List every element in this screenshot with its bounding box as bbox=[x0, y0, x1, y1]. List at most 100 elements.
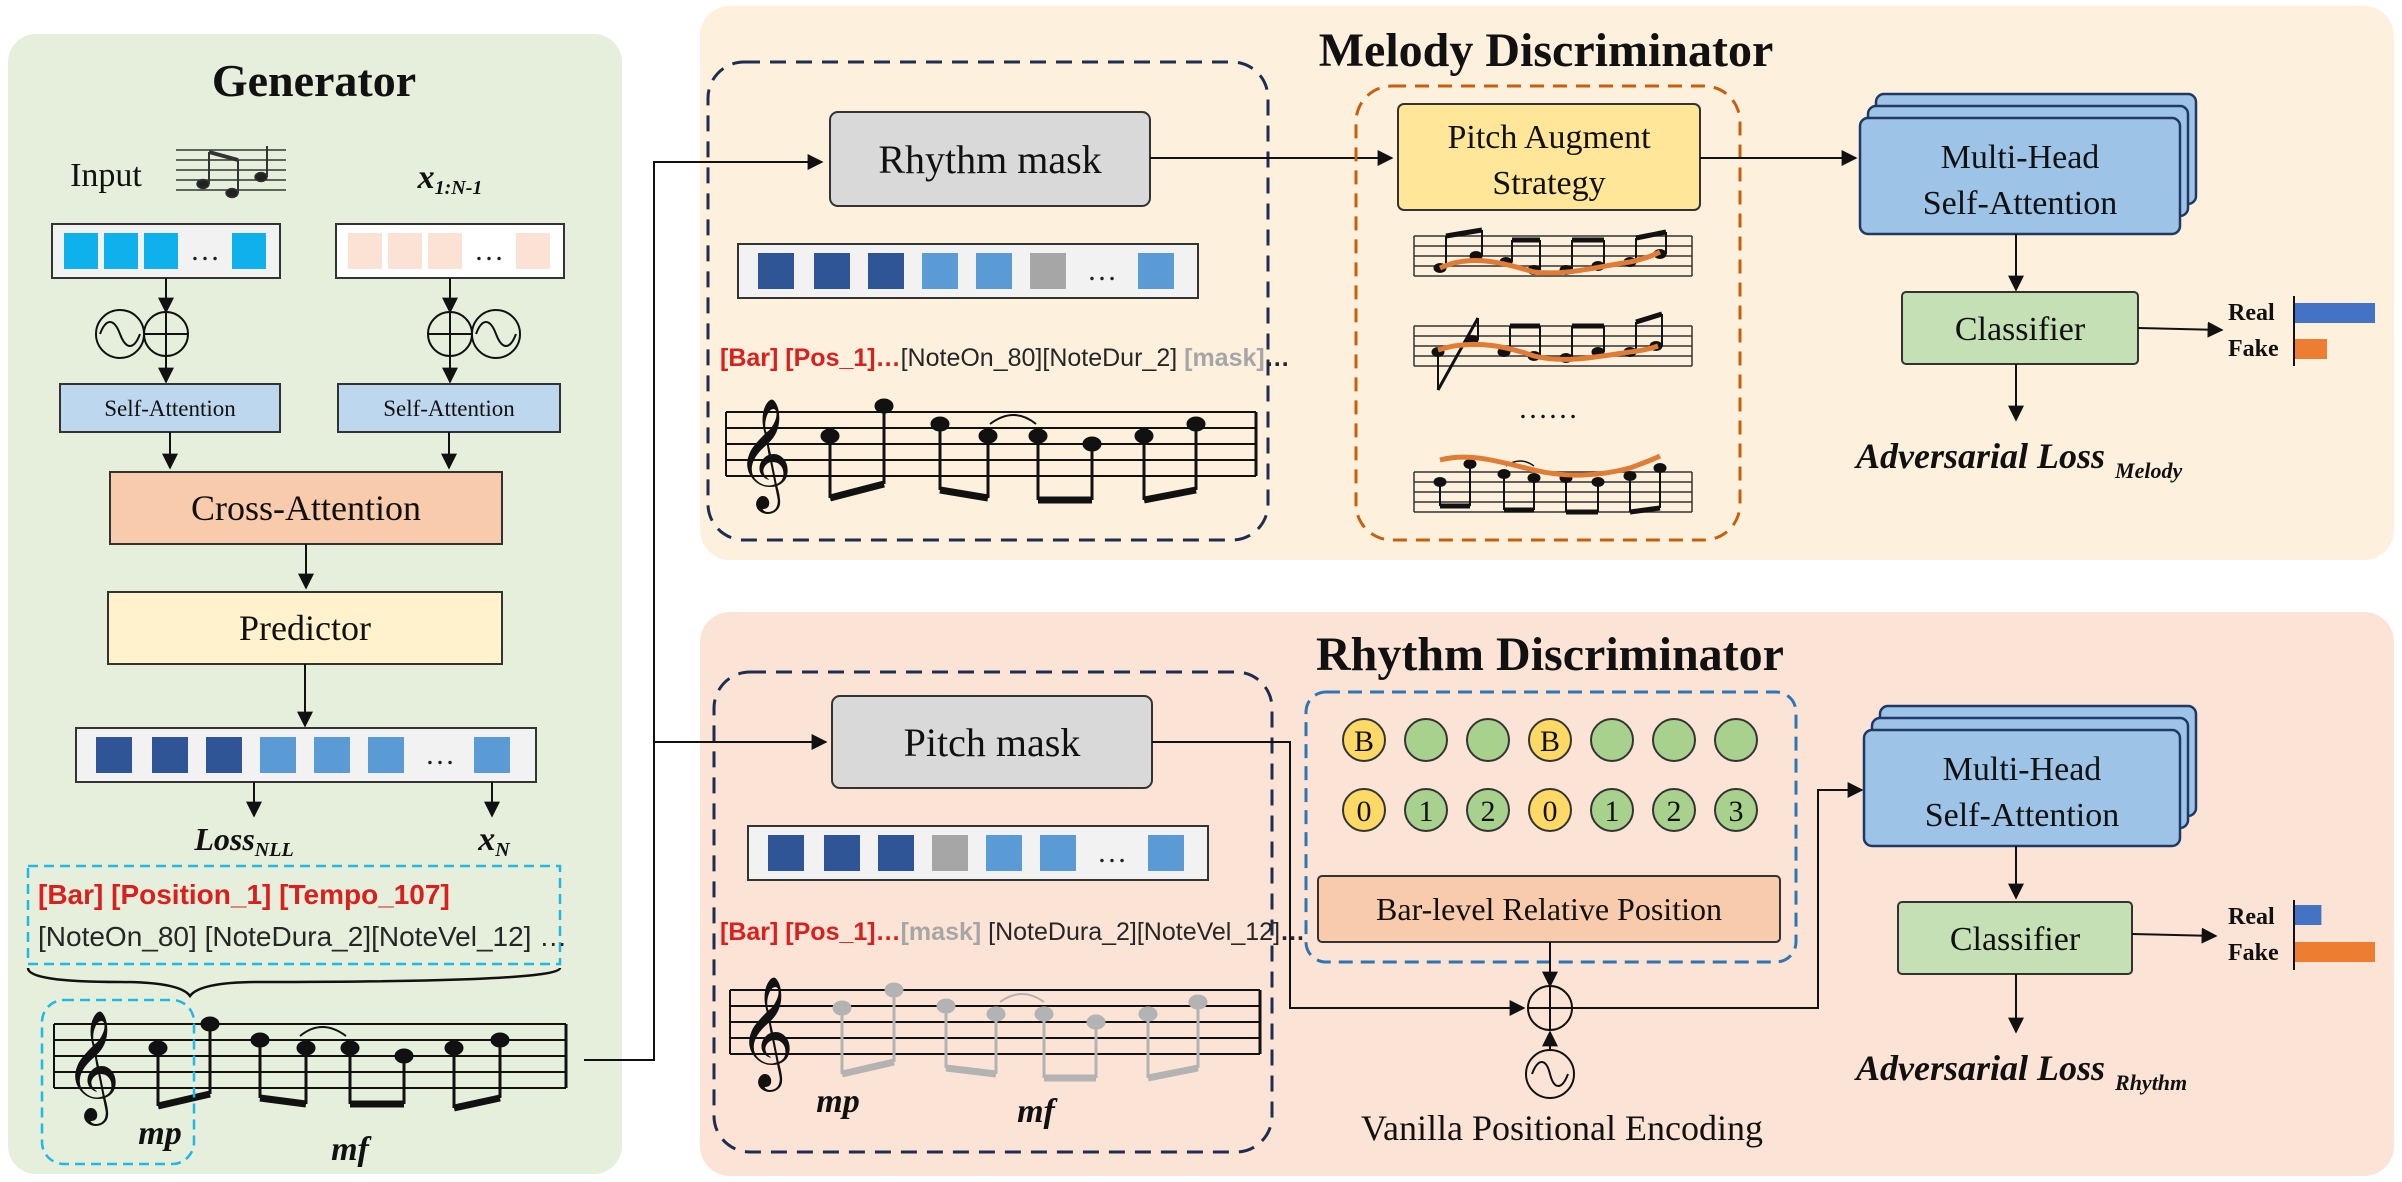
rhythm-mha-stack bbox=[1862, 704, 2198, 848]
rhythm-notes-masked bbox=[832, 982, 1208, 1082]
melody-input-group bbox=[706, 60, 1270, 542]
pitch-augment-group bbox=[1354, 84, 1742, 542]
rhythm-classifier-label: Classifier bbox=[1950, 921, 2081, 958]
melody-embedding bbox=[737, 243, 1199, 299]
predictor-label: Predictor bbox=[239, 608, 371, 648]
self-attention-right-label: Self-Attention bbox=[383, 396, 515, 421]
bar-marker-circle bbox=[1342, 718, 1386, 762]
melody-mha-label-2: Self-Attention bbox=[1923, 185, 2118, 222]
pos-circle-label: 0 bbox=[1543, 795, 1558, 828]
generator-tokens-line1: [Bar] [Position_1] [Tempo_107] bbox=[38, 879, 450, 910]
self-attention-right-box bbox=[337, 383, 561, 433]
pos-circle-label: 1 bbox=[1605, 795, 1620, 828]
arrow-rhythm-classifier-to-scores bbox=[2131, 927, 2218, 944]
generator-treble-clef: 𝄞 bbox=[64, 1011, 121, 1126]
rhythm-real-label: Real bbox=[2228, 904, 2275, 930]
melody-staff bbox=[725, 411, 1258, 477]
melody-notes bbox=[820, 398, 1206, 504]
generator-prev-tokens-label: x1:N-1 bbox=[417, 159, 483, 199]
melody-fake-label: Fake bbox=[2228, 336, 2279, 362]
pitch-augment-label-2: Strategy bbox=[1492, 165, 1605, 202]
generator-brace bbox=[26, 967, 562, 999]
pos-circle bbox=[1590, 788, 1634, 832]
melody-treble-clef: 𝄞 bbox=[736, 399, 793, 514]
vanilla-sine-icon bbox=[1525, 1049, 1575, 1099]
pos-circle bbox=[1652, 788, 1696, 832]
prev-embedding-ellipsis: … bbox=[474, 234, 504, 267]
melody-mha-stack bbox=[1858, 92, 2198, 236]
pos-circle-label: 1 bbox=[1419, 795, 1434, 828]
melody-real-label: Real bbox=[2228, 300, 2275, 326]
vanilla-positional-encoding-label: Vanilla Positional Encoding bbox=[1361, 1108, 1763, 1148]
pos-circle-label: 3 bbox=[1729, 795, 1744, 828]
pos-circle-label: 2 bbox=[1667, 795, 1682, 828]
pos-circle-label: 0 bbox=[1357, 795, 1372, 828]
input-embedding-ellipsis: … bbox=[190, 234, 220, 267]
rhythm-embedding bbox=[747, 825, 1209, 881]
rhythm-embedding-cells bbox=[768, 835, 1184, 871]
rhythm-discriminator-title: Rhythm Discriminator bbox=[1316, 628, 1784, 681]
pos-circle-label: 2 bbox=[1481, 795, 1496, 828]
generator-tokens-line2: [NoteOn_80] [NoteDura_2][NoteVel_12] … bbox=[38, 921, 567, 952]
connector-merge-to-rhythm-mha bbox=[1572, 782, 1864, 1009]
rhythm-mha-label-1: Multi-Head bbox=[1943, 751, 2102, 788]
pos-circle bbox=[1466, 788, 1510, 832]
output-embedding-cells bbox=[96, 737, 510, 773]
loss-nll-label: LossNLL bbox=[193, 821, 293, 861]
pos-circle bbox=[1528, 788, 1572, 832]
input-staff-icon bbox=[176, 146, 286, 199]
bar-marker-circle-label: B bbox=[1540, 725, 1560, 758]
rhythm-fake-bar bbox=[2295, 942, 2375, 962]
rhythm-fake-label: Fake bbox=[2228, 940, 2279, 966]
generator-title: Generator bbox=[212, 55, 416, 106]
pos-circle bbox=[1342, 788, 1386, 832]
pos-circle bbox=[1714, 788, 1758, 832]
bar-marker-circle-label: B bbox=[1354, 725, 1374, 758]
generator-dynamic-mf: mf bbox=[331, 1131, 372, 1168]
melody-tokens: [Bar] [Pos_1]…[NoteOn_80][NoteDur_2] [ma… bbox=[720, 344, 1290, 372]
generator-staff-highlight bbox=[40, 998, 196, 1166]
rhythm-real-bar bbox=[2295, 905, 2322, 925]
bar-marker-circle bbox=[1528, 718, 1572, 762]
relative-position-row: 0 1 2 0 1 2 3 bbox=[1342, 788, 1758, 832]
pos-circle bbox=[1404, 788, 1448, 832]
melody-real-bar bbox=[2295, 303, 2375, 323]
bar-marker-circle bbox=[1652, 718, 1696, 762]
output-embedding-ellipsis: … bbox=[425, 738, 455, 771]
generator-dynamic-mp: mp bbox=[138, 1115, 181, 1152]
melody-fake-bar bbox=[2295, 339, 2327, 359]
generator-token-box bbox=[26, 864, 562, 966]
bar-marker-circle bbox=[1590, 718, 1634, 762]
melody-embedding-cells bbox=[758, 253, 1174, 289]
bar-level-label: Bar-level Relative Position bbox=[1376, 891, 1722, 927]
merge-plus-icon bbox=[1527, 985, 1573, 1031]
predictor-box bbox=[107, 591, 503, 665]
rhythm-tokens: [Bar] [Pos_1]…[mask] [NoteDura_2][NoteVe… bbox=[720, 918, 1305, 946]
melody-mha-label-1: Multi-Head bbox=[1941, 139, 2100, 176]
rhythm-treble-clef: 𝄞 bbox=[738, 977, 795, 1092]
cross-attention-box bbox=[109, 471, 503, 545]
bar-level-group bbox=[1304, 690, 1798, 964]
rhythm-mha-label-2: Self-Attention bbox=[1925, 797, 2120, 834]
rhythm-input-group bbox=[712, 670, 1274, 1154]
prev-embedding-cells bbox=[348, 233, 550, 269]
bar-marker-circle bbox=[1714, 718, 1758, 762]
connector-generator-to-melody bbox=[584, 154, 824, 1061]
cross-attention-label: Cross-Attention bbox=[191, 488, 421, 528]
bar-marker-circle bbox=[1404, 718, 1448, 762]
generator-left-plus-sine bbox=[95, 278, 189, 384]
generator-notes bbox=[148, 1016, 510, 1112]
augmented-staff-1 bbox=[1413, 227, 1693, 277]
generator-output-embedding bbox=[75, 727, 537, 783]
generator-right-plus-sine bbox=[427, 278, 521, 384]
connector-pitch-mask-to-merge bbox=[1152, 741, 1526, 1016]
augmented-staff-3 bbox=[1413, 453, 1693, 515]
bar-marker-circle bbox=[1466, 718, 1510, 762]
melody-discriminator-title: Melody Discriminator bbox=[1319, 24, 1774, 77]
rhythm-dynamic-mf: mf bbox=[1017, 1093, 1058, 1130]
pitch-augment-label-1: Pitch Augment bbox=[1447, 119, 1651, 156]
